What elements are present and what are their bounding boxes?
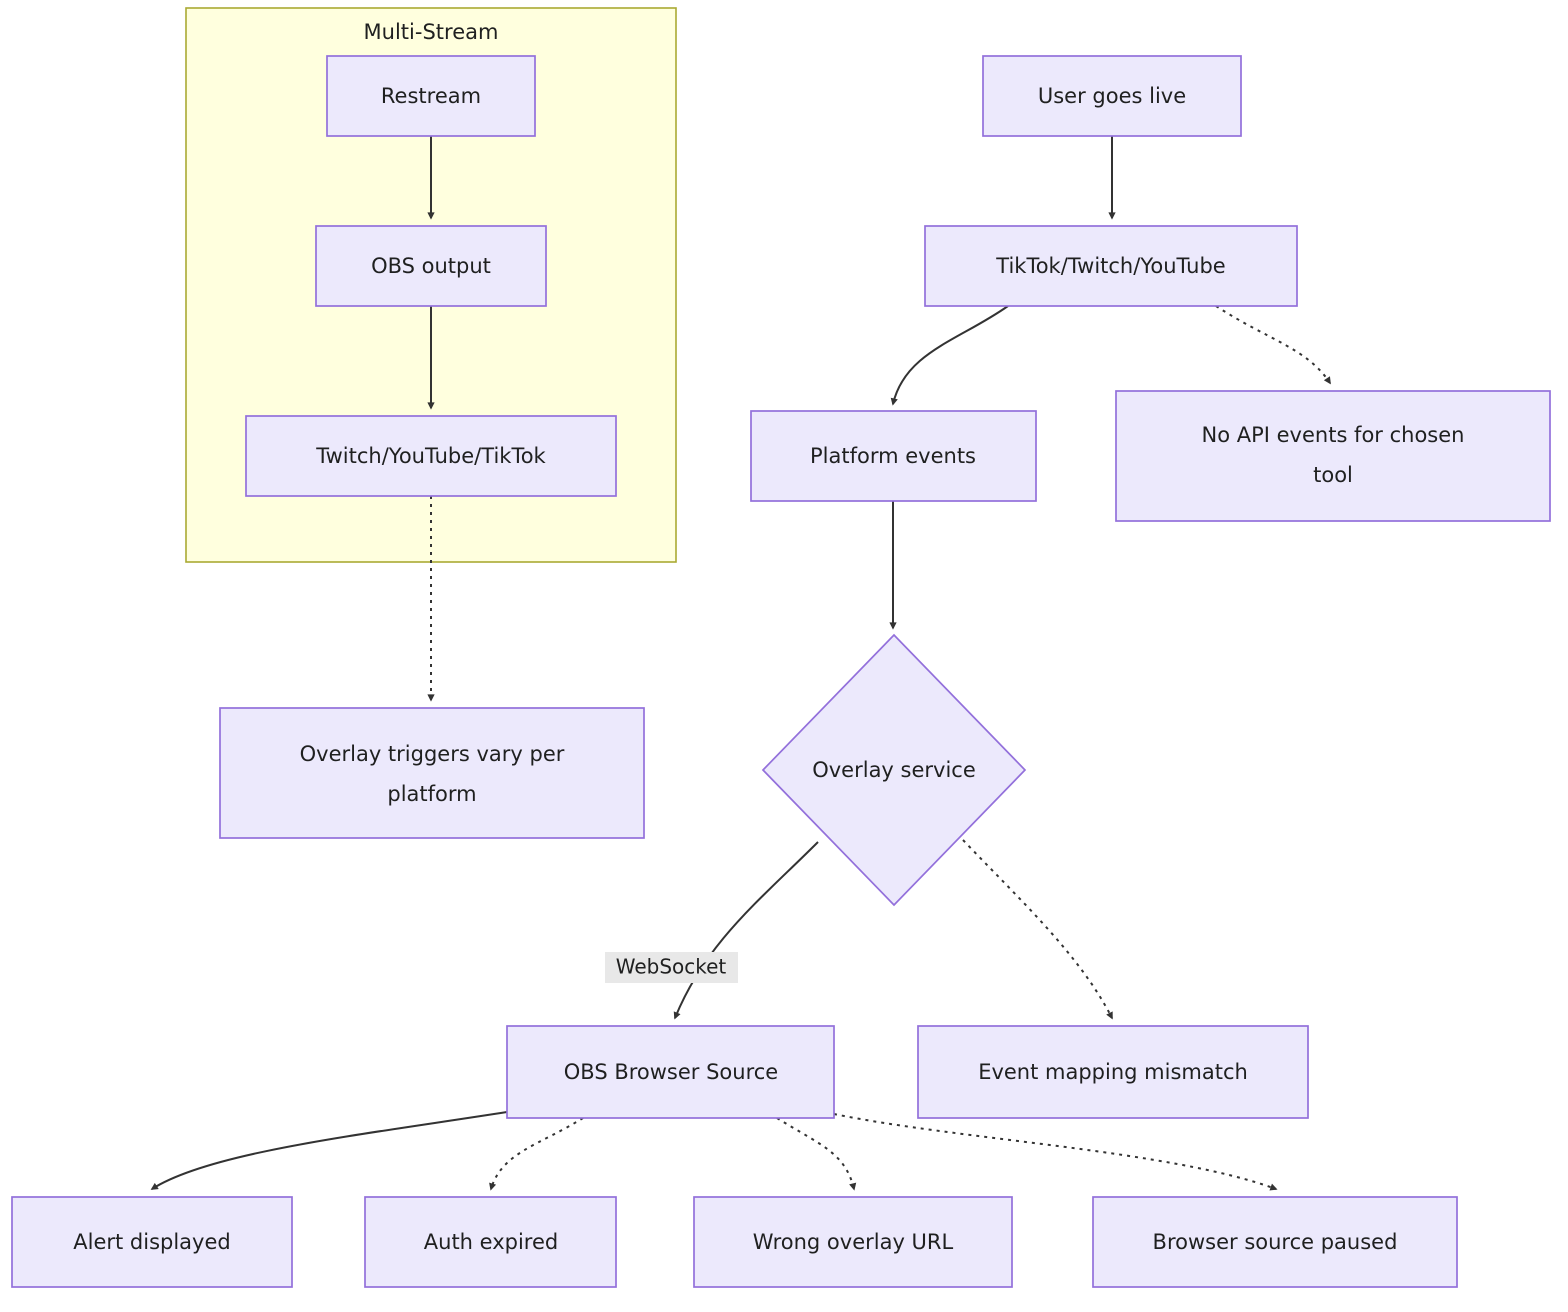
node-browser-source-paused-label: Browser source paused (1153, 1230, 1398, 1254)
edge-layer (152, 136, 1330, 1189)
edge-obs-browser-source-to-auth-expired (491, 1117, 584, 1189)
node-no-api-events[interactable]: No API events for chosen tool (1115, 390, 1551, 522)
edge-overlay-service-to-event-mapping-mismatch (962, 839, 1113, 1018)
node-overlay-service-box[interactable] (761, 633, 1027, 907)
node-user-goes-live-box[interactable] (982, 55, 1242, 137)
node-alert-displayed-box[interactable] (11, 1196, 293, 1288)
node-tiktok-twitch-youtube-box[interactable] (924, 225, 1298, 307)
edge-obs-browser-source-to-wrong-overlay-url (776, 1117, 854, 1189)
node-restream-label: Restream (381, 84, 481, 108)
node-auth-expired-label: Auth expired (424, 1230, 558, 1254)
node-browser-source-paused[interactable]: Browser source paused (1092, 1196, 1458, 1288)
node-auth-expired[interactable]: Auth expired (364, 1196, 617, 1288)
node-platform-events-box[interactable] (750, 410, 1037, 502)
node-twitch-youtube-tiktok-box[interactable] (245, 415, 617, 497)
node-twitch-youtube-tiktok-label: Twitch/YouTube/TikTok (315, 444, 546, 468)
node-user-goes-live[interactable]: User goes live (982, 55, 1242, 137)
node-event-mapping-mismatch-box[interactable] (917, 1025, 1309, 1119)
node-browser-source-paused-box[interactable] (1092, 1196, 1458, 1288)
edge-platforms-to-platform-events (893, 305, 1009, 404)
node-overlay-triggers-vary-label-line2: platform (387, 782, 476, 806)
edge-label-websocket-text: WebSocket (616, 955, 727, 979)
node-no-api-events-label-line2: tool (1313, 463, 1353, 487)
node-wrong-overlay-url-label: Wrong overlay URL (753, 1230, 954, 1254)
node-wrong-overlay-url[interactable]: Wrong overlay URL (693, 1196, 1013, 1288)
edge-overlay-service-to-obs-browser-source (675, 841, 819, 1018)
cluster-multi-stream-title: Multi-Stream (364, 20, 499, 44)
edge-event-mapping-mismatch-to-browser-source-paused (833, 1113, 1276, 1189)
node-overlay-service-label: Overlay service (812, 758, 976, 782)
node-event-mapping-mismatch-label: Event mapping mismatch (978, 1060, 1248, 1084)
edge-obs-browser-source-to-alert-displayed (152, 1111, 508, 1189)
node-alert-displayed-label: Alert displayed (73, 1230, 230, 1254)
node-wrong-overlay-url-box[interactable] (693, 1196, 1013, 1288)
node-platform-events-label: Platform events (810, 444, 976, 468)
node-auth-expired-box[interactable] (364, 1196, 617, 1288)
node-alert-displayed[interactable]: Alert displayed (11, 1196, 293, 1288)
node-restream-box[interactable] (326, 55, 536, 137)
node-obs-output[interactable]: OBS output (315, 225, 547, 307)
edge-platforms-to-no-api-events (1215, 305, 1330, 383)
node-user-goes-live-label: User goes live (1038, 84, 1186, 108)
node-event-mapping-mismatch[interactable]: Event mapping mismatch (917, 1025, 1309, 1119)
edge-label-websocket-bg (605, 952, 738, 983)
node-overlay-triggers-vary-box[interactable] (219, 707, 645, 839)
node-tiktok-twitch-youtube-label: TikTok/Twitch/YouTube (995, 254, 1225, 278)
node-obs-browser-source-label: OBS Browser Source (564, 1060, 778, 1084)
node-overlay-triggers-vary-label-line1: Overlay triggers vary per (300, 742, 565, 766)
node-twitch-youtube-tiktok[interactable]: Twitch/YouTube/TikTok (245, 415, 617, 497)
node-obs-browser-source-box[interactable] (506, 1025, 835, 1119)
node-overlay-service[interactable]: Overlay service (761, 633, 1027, 907)
node-restream[interactable]: Restream (326, 55, 536, 137)
node-no-api-events-label-line1: No API events for chosen (1202, 423, 1465, 447)
node-tiktok-twitch-youtube[interactable]: TikTok/Twitch/YouTube (924, 225, 1298, 307)
node-obs-output-label: OBS output (371, 254, 491, 278)
node-obs-browser-source[interactable]: OBS Browser Source (506, 1025, 835, 1119)
node-no-api-events-box[interactable] (1115, 390, 1551, 522)
node-platform-events[interactable]: Platform events (750, 410, 1037, 502)
node-overlay-triggers-vary[interactable]: Overlay triggers vary per platform (219, 707, 645, 839)
node-obs-output-box[interactable] (315, 225, 547, 307)
edge-label-websocket: WebSocket (605, 952, 738, 983)
